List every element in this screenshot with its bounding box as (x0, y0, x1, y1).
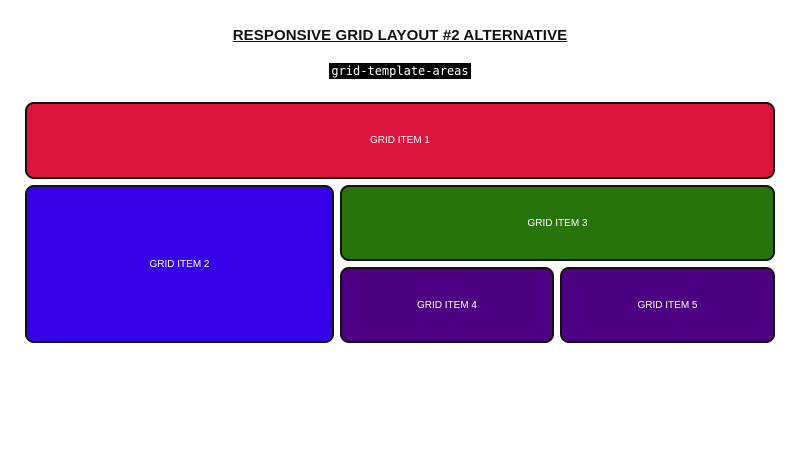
grid-item-label: GRID ITEM 4 (416, 299, 477, 311)
subtitle: grid-template-areas (0, 62, 800, 80)
grid-item-2: GRID ITEM 2 (25, 185, 334, 343)
grid-item-label: GRID ITEM 5 (637, 299, 698, 311)
grid-item-label: GRID ITEM 2 (149, 258, 210, 270)
code-label: grid-template-areas (329, 63, 471, 79)
page-title: RESPONSIVE GRID LAYOUT #2 ALTERNATIVE (232, 27, 568, 44)
grid-container: GRID ITEM 1 GRID ITEM 2 GRID ITEM 3 GRID… (25, 102, 775, 343)
grid-item-5: GRID ITEM 5 (560, 267, 775, 343)
grid-item-label: GRID ITEM 1 (369, 135, 430, 146)
grid-item-label: GRID ITEM 3 (527, 217, 588, 229)
grid-item-3: GRID ITEM 3 (340, 185, 775, 261)
grid-item-4: GRID ITEM 4 (340, 267, 554, 343)
grid-item-1: GRID ITEM 1 (25, 102, 775, 179)
